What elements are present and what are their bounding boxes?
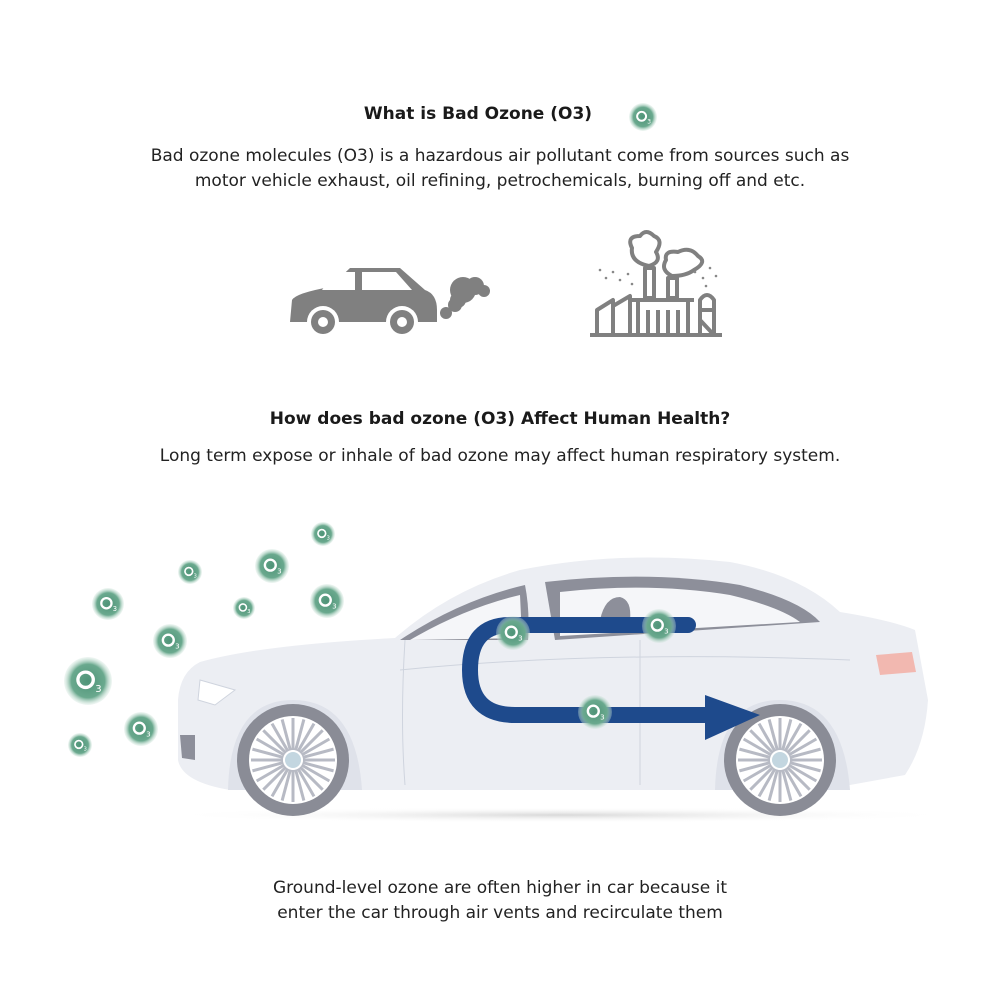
molecule-subscript: 3: [600, 713, 605, 722]
molecule-subscript: 3: [332, 602, 337, 611]
ozone-molecule-icon: 3: [311, 522, 335, 546]
molecule-subscript: 3: [647, 119, 651, 125]
section1-body: Bad ozone molecules (O3) is a hazardous …: [0, 144, 1000, 194]
molecule-subscript: 3: [113, 605, 117, 613]
ozone-molecule-icon: 3: [64, 657, 112, 705]
ozone-molecule-icon: 3: [92, 588, 124, 620]
ozone-molecule-icon: 3: [310, 584, 344, 618]
section2-body: Long term expose or inhale of bad ozone …: [159, 446, 841, 466]
caption: Ground-level ozone are often higher in c…: [0, 876, 1000, 926]
section1-title-text: What is Bad Ozone (O3): [363, 104, 593, 124]
caption-line1: Ground-level ozone are often higher in c…: [272, 878, 727, 898]
ozone-molecule-icon: 3: [578, 695, 612, 729]
molecule-subscript: 3: [518, 634, 523, 643]
ozone-molecule-icon: 3: [233, 597, 255, 619]
caption-line2: enter the car through air vents and reci…: [277, 903, 723, 923]
ozone-molecule-icon: 3: [153, 624, 187, 658]
factory-smoke-icon: [590, 230, 722, 337]
section2-title: How does bad ozone (O3) Affect Human Hea…: [269, 409, 731, 429]
ozone-molecule-icon: 3: [642, 609, 676, 643]
section1-title: What is Bad Ozone (O3): [0, 104, 1000, 124]
ozone-molecule-icon: 3: [255, 549, 289, 583]
section1-body-line1: Bad ozone molecules (O3) is a hazardous …: [150, 146, 850, 166]
molecule-subscript: 3: [146, 730, 151, 739]
molecule-subscript: 3: [277, 567, 282, 576]
ozone-molecules: 3 3 3 3 3 3 3 3 3 3 3 3 3 3: [64, 103, 676, 757]
ozone-molecule-icon: 3: [496, 616, 530, 650]
ozone-molecule-icon: 3: [124, 712, 158, 746]
ozone-molecule-icon: 3: [178, 560, 202, 584]
molecule-subscript: 3: [247, 609, 250, 615]
car-illustration: [178, 557, 928, 816]
car-exhaust-icon: [290, 268, 490, 338]
molecule-subscript: 3: [95, 684, 101, 695]
recirculation-arrow: [461, 617, 760, 740]
ozone-molecule-icon: 3: [629, 103, 657, 131]
molecule-subscript: 3: [175, 642, 180, 651]
molecule-subscript: 3: [84, 746, 87, 752]
front-wheel: [237, 704, 349, 816]
molecule-subscript: 3: [194, 573, 197, 579]
section1-body-line2: motor vehicle exhaust, oil refining, pet…: [194, 171, 806, 191]
molecule-subscript: 3: [327, 535, 330, 541]
molecule-subscript: 3: [664, 627, 669, 636]
rear-wheel: [724, 704, 836, 816]
pollution-dots: [598, 266, 718, 288]
ozone-molecule-icon: 3: [68, 733, 92, 757]
